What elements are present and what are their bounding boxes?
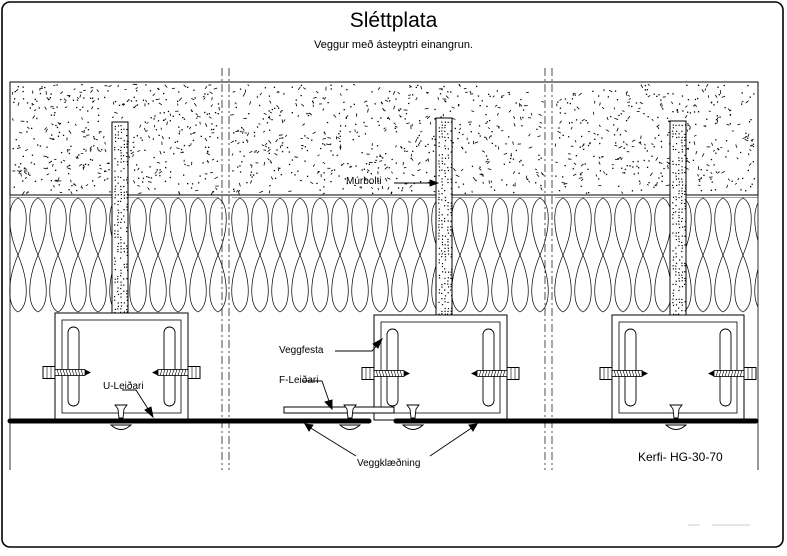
- wall-brackets: [43, 313, 756, 420]
- drawing-code: Kerfi- HG-30-70: [638, 450, 723, 464]
- wall-bracket: [55, 313, 188, 420]
- label-veggfesta: Veggfesta: [279, 345, 323, 356]
- drawing-title: Sléttplata: [0, 9, 787, 33]
- f-rail: [284, 407, 394, 413]
- label-murbolti: Múrbolti: [346, 176, 382, 187]
- wall-bracket: [374, 315, 507, 420]
- label-u-leidari: U-Leiðari: [103, 381, 144, 392]
- label-f-leidari: F-Leiðari: [279, 375, 318, 386]
- drawing-subtitle: Veggur með ásteyptri einangrun.: [0, 39, 787, 51]
- wall-bracket: [612, 315, 744, 420]
- label-veggklaedning: Veggklæðning: [357, 458, 420, 469]
